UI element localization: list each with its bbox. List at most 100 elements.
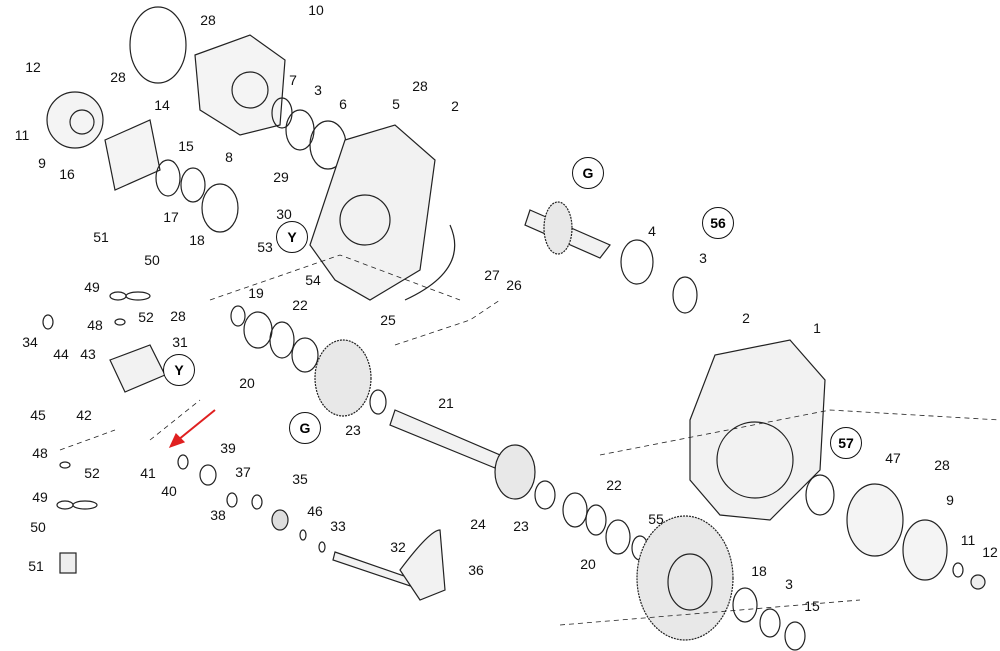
washer <box>125 291 151 301</box>
housing-bore <box>231 71 269 109</box>
bushing <box>271 509 289 531</box>
circled-reference-callout: 56 <box>702 207 734 239</box>
part-callout: 45 <box>30 407 46 423</box>
bearing <box>180 167 206 203</box>
part-callout: 25 <box>380 312 396 328</box>
o-ring <box>952 562 964 578</box>
part-callout: 48 <box>32 445 48 461</box>
part-callout: 32 <box>390 539 406 555</box>
part-callout: 3 <box>699 250 707 266</box>
circled-reference-callout: 57 <box>830 427 862 459</box>
cover-plate <box>104 119 161 191</box>
part-callout: 23 <box>513 518 529 534</box>
gear <box>543 201 573 255</box>
part-callout: 2 <box>451 98 459 114</box>
part-callout: 6 <box>339 96 347 112</box>
part-callout: 40 <box>161 483 177 499</box>
part-callout: 48 <box>87 317 103 333</box>
part-callout: 51 <box>28 558 44 574</box>
plug <box>59 552 77 574</box>
part-callout: 16 <box>59 166 75 182</box>
circled-reference-callout: Y <box>163 354 195 386</box>
part-callout: 12 <box>25 59 41 75</box>
o-ring <box>251 494 263 510</box>
nut <box>970 574 986 590</box>
ring <box>269 321 295 359</box>
bearing <box>605 519 631 555</box>
washer <box>56 500 74 510</box>
part-callout: 20 <box>239 375 255 391</box>
part-callout: 28 <box>170 308 186 324</box>
flange <box>846 483 904 557</box>
part-callout: 14 <box>154 97 170 113</box>
circled-reference-callout: G <box>289 412 321 444</box>
gear <box>314 339 372 417</box>
part-callout: 18 <box>751 563 767 579</box>
part-callout: 35 <box>292 471 308 487</box>
seal <box>155 159 181 197</box>
part-callout: 53 <box>257 239 273 255</box>
bearing <box>199 464 217 486</box>
part-callout: 11 <box>14 127 30 143</box>
part-callout: 3 <box>314 82 322 98</box>
part-callout: 49 <box>32 489 48 505</box>
part-callout: 28 <box>200 12 216 28</box>
part-callout: 28 <box>934 457 950 473</box>
part-callout: 28 <box>110 69 126 85</box>
bearing <box>291 337 319 373</box>
part-callout: 46 <box>307 503 323 519</box>
part-callout: 39 <box>220 440 236 456</box>
o-ring <box>177 454 189 470</box>
washer <box>72 500 98 510</box>
part-callout: 1 <box>813 320 821 336</box>
ring <box>759 608 781 638</box>
part-callout: 44 <box>53 346 69 362</box>
o-ring <box>114 318 126 326</box>
part-callout: 52 <box>138 309 154 325</box>
part-callout: 7 <box>289 72 297 88</box>
flange <box>902 519 948 581</box>
ring <box>672 276 698 314</box>
main-shaft <box>389 409 501 469</box>
o-ring <box>226 492 238 508</box>
bearing <box>562 492 588 528</box>
part-callout: 42 <box>76 407 92 423</box>
part-callout: 33 <box>330 518 346 534</box>
part-callout: 22 <box>292 297 308 313</box>
part-callout: 34 <box>22 334 38 350</box>
part-callout: 22 <box>606 477 622 493</box>
part-callout: 2 <box>742 310 750 326</box>
o-ring <box>318 541 326 553</box>
part-callout: 12 <box>982 544 998 560</box>
part-callout: 50 <box>144 252 160 268</box>
o-ring <box>299 529 307 541</box>
part-callout: 27 <box>484 267 500 283</box>
part-callout: 26 <box>506 277 522 293</box>
part-callout: 41 <box>140 465 156 481</box>
part-callout: 8 <box>225 149 233 165</box>
circled-reference-callout: Y <box>276 221 308 253</box>
ring <box>534 480 556 510</box>
part-callout: 10 <box>308 2 324 18</box>
part-callout: 15 <box>178 138 194 154</box>
part-callout: 23 <box>345 422 361 438</box>
shim <box>805 474 835 516</box>
part-callout: 11 <box>960 532 976 548</box>
part-callout: 9 <box>946 492 954 508</box>
part-callout: 51 <box>93 229 109 245</box>
part-callout: 5 <box>392 96 400 112</box>
part-callout: 30 <box>276 206 292 222</box>
part-callout: 29 <box>273 169 289 185</box>
gearbox-case <box>309 124 436 301</box>
part-callout: 47 <box>885 450 901 466</box>
part-callout: 55 <box>648 511 664 527</box>
part-callout: 19 <box>248 285 264 301</box>
o-ring <box>129 6 187 84</box>
o-ring <box>42 314 54 330</box>
part-callout: 3 <box>785 576 793 592</box>
ring <box>369 389 387 415</box>
bearing <box>243 311 273 349</box>
part-callout: 36 <box>468 562 484 578</box>
ring <box>585 504 607 536</box>
